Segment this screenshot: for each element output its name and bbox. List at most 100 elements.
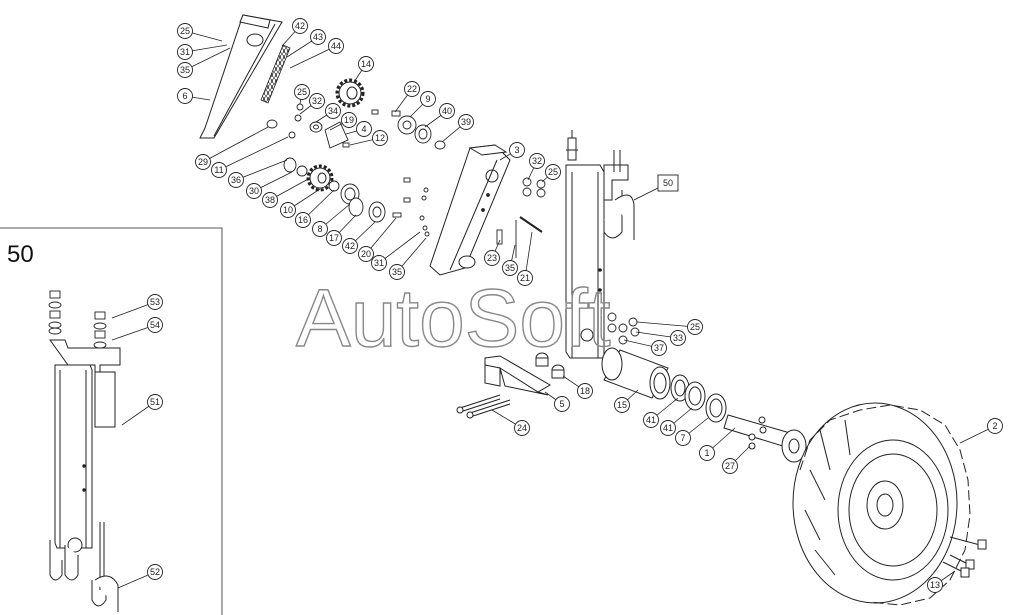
callout-p19: 19 (329, 112, 357, 131)
callout-p7: 7 (675, 417, 709, 446)
part-number-label: 8 (317, 224, 322, 234)
part-number-label: 17 (329, 233, 339, 243)
callout-frame (358, 246, 374, 262)
callout-frame (177, 23, 193, 39)
part-number-label: 9 (425, 94, 430, 104)
callout-p31a: 31 (177, 44, 228, 60)
inset-title: 50 (7, 241, 34, 268)
part-number-label: 27 (725, 461, 735, 471)
callout-p43: 43 (286, 29, 326, 58)
part-number-label: 4 (361, 124, 366, 134)
callout-p39: 39 (441, 114, 474, 143)
leader-line (218, 136, 289, 171)
small-hardware-upper (266, 103, 446, 237)
callout-frame (687, 319, 703, 335)
callout-p40: 40 (424, 103, 455, 128)
callout-p32a: 32 (299, 93, 325, 115)
callout-frame (404, 81, 420, 97)
plate-part-6 (199, 14, 283, 139)
part-number-label: 31 (180, 47, 190, 57)
callout-frame (177, 62, 193, 78)
callout-p27: 27 (722, 445, 751, 474)
callout-frame (722, 458, 738, 474)
callout-frame (356, 121, 372, 137)
part-number-label: 20 (361, 249, 371, 259)
bracket-part-5 (484, 355, 551, 396)
callout-frame (326, 230, 342, 246)
part-number-label: 3 (514, 145, 519, 155)
callout-frame (657, 174, 679, 192)
callout-p35b: 35 (389, 237, 427, 280)
part-number-label: 12 (375, 133, 385, 143)
callout-frame (439, 103, 455, 119)
callout-frame (342, 238, 358, 254)
callout-frame (147, 564, 163, 580)
callout-p12: 12 (349, 130, 388, 146)
callout-p35a: 35 (177, 47, 231, 78)
callout-frame (484, 250, 500, 266)
callout-p10: 10 (280, 188, 321, 218)
callout-frame (147, 317, 163, 333)
callout-frame (675, 430, 691, 446)
callout-p23: 23 (484, 239, 501, 266)
callout-p8: 8 (312, 203, 351, 237)
part-number-label: 38 (265, 195, 275, 205)
callout-p4: 4 (345, 121, 372, 137)
part-number-label: 32 (532, 156, 542, 166)
bearings-41-7 (670, 374, 727, 423)
callout-frame (328, 38, 344, 54)
leader-line (636, 321, 696, 328)
callout-p36: 36 (228, 159, 288, 188)
callout-p6: 6 (177, 88, 211, 104)
callout-p51: 51 (121, 394, 163, 426)
callout-frame (509, 142, 525, 158)
callout-frame (309, 93, 325, 109)
callout-frame (545, 164, 561, 180)
callout-p52: 52 (117, 564, 163, 589)
part-number-label: 53 (150, 297, 160, 307)
callout-frame (660, 420, 676, 436)
leader-line (202, 126, 269, 163)
part-number-label: 43 (313, 32, 323, 42)
part-number-label: 5 (559, 399, 564, 409)
callout-frame (147, 294, 163, 310)
chain-part-43 (260, 44, 291, 104)
callout-p32b: 32 (527, 153, 545, 181)
part-number-label: 16 (298, 215, 308, 225)
part-number-label: 19 (344, 115, 354, 125)
callout-frame (502, 260, 518, 276)
part-number-label: 6 (182, 91, 187, 101)
callout-p21: 21 (517, 231, 533, 286)
callout-p5: 5 (544, 391, 570, 412)
callout-p25c: 25 (541, 164, 561, 183)
part-number-label: 25 (690, 322, 700, 332)
callout-frame (670, 330, 686, 346)
callout-p53: 53 (111, 294, 163, 319)
callout-frame (529, 153, 545, 169)
callout-frame (458, 114, 474, 130)
part-number-label: 52 (150, 567, 160, 577)
part-number-label: 25 (548, 167, 558, 177)
callout-frame (389, 264, 405, 280)
cylinder-part-15 (601, 347, 671, 400)
callout-p33: 33 (635, 330, 686, 346)
part-number-label: 41 (646, 415, 656, 425)
callout-p44: 44 (289, 38, 344, 69)
wheel-part-2 (792, 402, 971, 606)
callout-frame (195, 154, 211, 170)
callout-frame (310, 29, 326, 45)
callout-p16: 16 (295, 189, 335, 228)
callout-p50: 50 (633, 174, 679, 201)
callout-frame (517, 270, 533, 286)
callout-p54: 54 (111, 317, 163, 341)
callout-frame (420, 91, 436, 107)
part-number-label: 42 (295, 21, 305, 31)
part-number-label: 2 (992, 421, 997, 431)
callout-frame (228, 172, 244, 188)
callout-frame (211, 162, 227, 178)
pins-part-24 (456, 394, 511, 419)
callout-frame (614, 397, 630, 413)
leader-line (289, 45, 337, 69)
callout-frame (294, 84, 310, 100)
callout-p1: 1 (699, 427, 736, 461)
